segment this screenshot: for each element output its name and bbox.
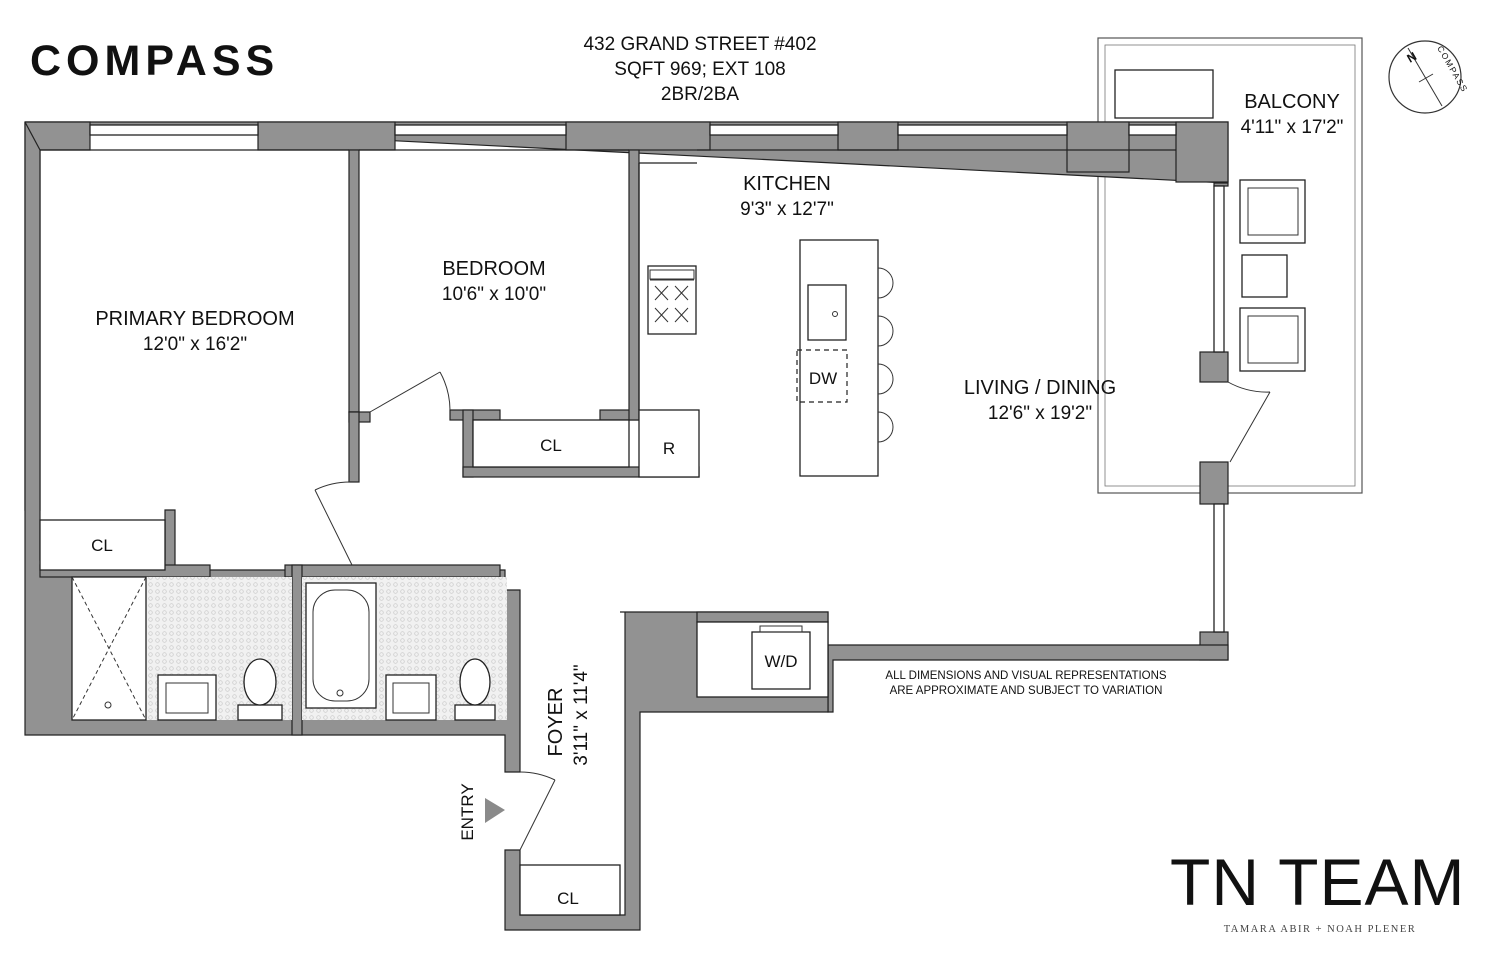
bathtub bbox=[305, 582, 377, 709]
bedroom-dims: 10'6" x 10'0" bbox=[442, 284, 546, 305]
stool bbox=[877, 411, 894, 443]
compass-rose: N COMPASS bbox=[1388, 40, 1470, 114]
config-text: 2BR/2BA bbox=[661, 84, 739, 105]
balcony-area bbox=[1097, 37, 1363, 494]
bathrooms bbox=[71, 576, 507, 721]
area-text: SQFT 969; EXT 108 bbox=[614, 59, 785, 80]
washer-dryer bbox=[751, 631, 811, 690]
dishwasher bbox=[796, 349, 848, 403]
foyer-name: FOYER bbox=[545, 688, 567, 757]
room-labels: PRIMARY BEDROOM 12'0" x 16'2" BEDROOM 10… bbox=[95, 91, 1343, 766]
kitchen-dims: 9'3" x 12'7" bbox=[740, 199, 834, 220]
compass-needle bbox=[1407, 47, 1443, 107]
team-members: TAMARA ABIR + NOAH PLENER bbox=[1224, 924, 1417, 935]
foyer-closet bbox=[519, 864, 621, 916]
living-dining-name: LIVING / DINING bbox=[964, 377, 1116, 399]
primary-bedroom-dims: 12'0" x 16'2" bbox=[143, 334, 247, 355]
closet-label: CL bbox=[91, 536, 113, 555]
entry-arrow-icon bbox=[485, 798, 505, 823]
refrigerator-label: R bbox=[663, 439, 675, 458]
balcony-chair bbox=[1239, 179, 1306, 244]
balcony-bench bbox=[1114, 69, 1214, 119]
stool bbox=[877, 267, 894, 299]
address-text: 432 GRAND STREET #402 bbox=[583, 34, 816, 55]
toilet bbox=[243, 658, 277, 706]
kitchen-name: KITCHEN bbox=[743, 173, 831, 195]
disclaimer-line-1: ALL DIMENSIONS AND VISUAL REPRESENTATION… bbox=[885, 670, 1167, 682]
living-dining-dims: 12'6" x 19'2" bbox=[988, 403, 1092, 424]
logo-text: COMPASS bbox=[30, 37, 279, 85]
balcony-side-table bbox=[1241, 254, 1288, 298]
bedroom-name: BEDROOM bbox=[442, 258, 545, 280]
compass-cross bbox=[1418, 73, 1434, 83]
header-block: 432 GRAND STREET #402 SQFT 969; EXT 108 … bbox=[583, 34, 816, 105]
balcony-name: BALCONY bbox=[1244, 91, 1340, 113]
windows bbox=[89, 124, 1225, 633]
refrigerator bbox=[638, 409, 700, 478]
dishwasher-label: DW bbox=[809, 369, 837, 388]
team-brand: TN TEAM TAMARA ABIR + NOAH PLENER bbox=[1170, 845, 1465, 935]
primary-closet bbox=[39, 519, 166, 571]
toilet bbox=[459, 658, 491, 706]
stool bbox=[877, 363, 894, 395]
team-name: TN TEAM bbox=[1170, 845, 1465, 919]
kitchen-fixtures bbox=[647, 239, 894, 477]
interior-lines bbox=[39, 149, 1176, 916]
disclaimer-line-2: ARE APPROXIMATE AND SUBJECT TO VARIATION bbox=[890, 685, 1163, 697]
foyer-dims: 3'11" x 11'4" bbox=[571, 664, 592, 765]
compass-logo: COMPASS bbox=[30, 37, 279, 85]
closet-label: CL bbox=[557, 889, 579, 908]
island-sink bbox=[807, 284, 847, 341]
exterior-walls bbox=[24, 121, 1229, 931]
kitchen-island bbox=[799, 239, 879, 477]
entry-label: ENTRY bbox=[458, 783, 477, 840]
disclaimer: ALL DIMENSIONS AND VISUAL REPRESENTATION… bbox=[885, 670, 1167, 697]
washer-dryer-label: W/D bbox=[764, 652, 797, 671]
balcony-dims: 4'11" x 17'2" bbox=[1241, 117, 1344, 138]
balcony-chair bbox=[1239, 307, 1306, 372]
fixture-labels: CL CL CL DW R W/D ENTRY bbox=[91, 369, 837, 908]
closet-label: CL bbox=[540, 436, 562, 455]
stool bbox=[877, 315, 894, 347]
primary-bedroom-name: PRIMARY BEDROOM bbox=[95, 308, 294, 330]
bedroom-closet bbox=[472, 419, 630, 468]
